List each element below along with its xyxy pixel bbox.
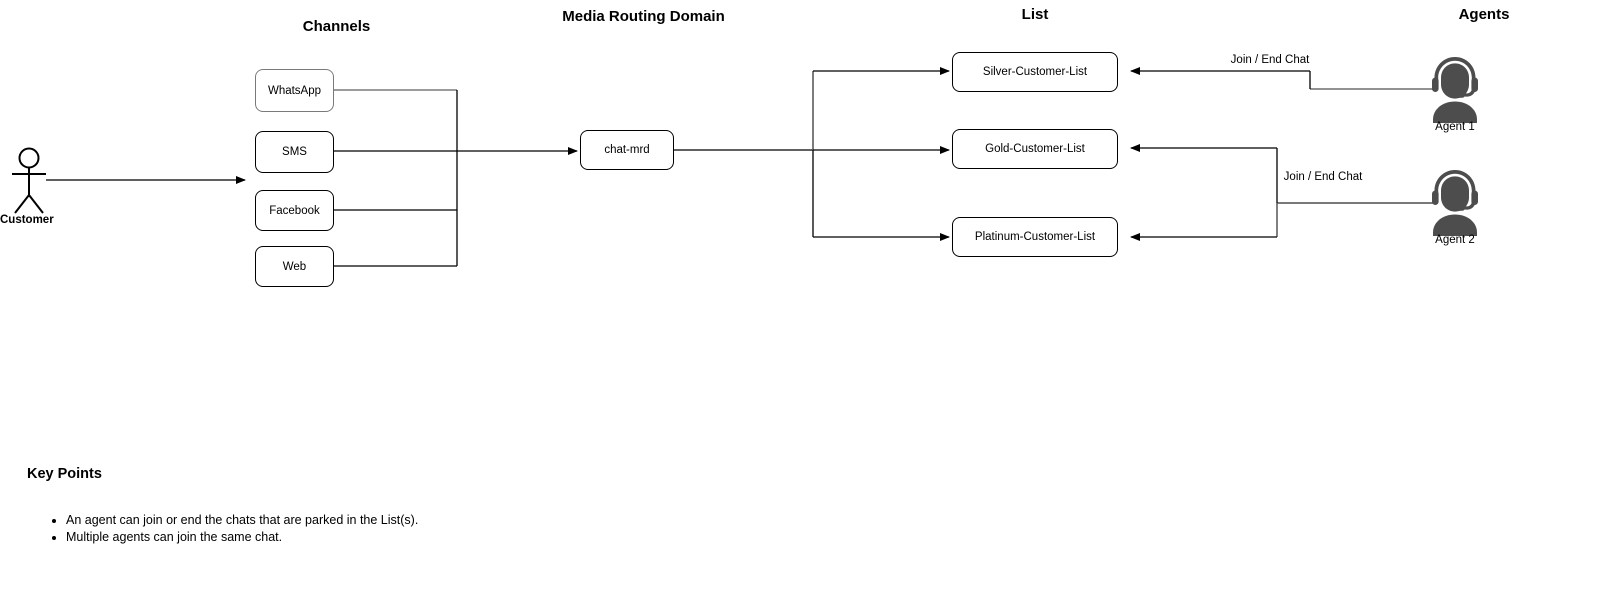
- key-points-item: An agent can join or end the chats that …: [66, 512, 418, 529]
- list-node-silver-customer-list[interactable]: Silver-Customer-List: [952, 52, 1118, 92]
- column-heading-media-routing-domain: Media Routing Domain: [562, 8, 725, 25]
- channel-node-sms[interactable]: SMS: [255, 131, 334, 173]
- key-points-item: Multiple agents can join the same chat.: [66, 529, 418, 546]
- customer-stick-figure: [12, 147, 46, 214]
- agent-1-label: Agent 1: [1435, 121, 1475, 133]
- column-heading-agents: Agents: [1458, 6, 1510, 23]
- column-heading-channels: Channels: [302, 18, 371, 35]
- column-heading-list: List: [1021, 6, 1049, 23]
- channel-node-facebook[interactable]: Facebook: [255, 190, 334, 231]
- key-points-title: Key Points: [27, 466, 102, 482]
- customer-label: Customer: [0, 214, 54, 226]
- list-node-platinum-customer-list[interactable]: Platinum-Customer-List: [952, 217, 1118, 257]
- agent-1-headset-icon: [1432, 57, 1478, 123]
- agent-2-headset-icon: [1432, 170, 1478, 236]
- mrd-node-chat-mrd[interactable]: chat-mrd: [580, 130, 674, 170]
- edge-label-agent1-join-end-chat: Join / End Chat: [1230, 54, 1310, 66]
- agent-2-label: Agent 2: [1435, 234, 1475, 246]
- edge-agent1-to-silver: [1130, 67, 1433, 90]
- edge-label-agent2-join-end-chat: Join / End Chat: [1283, 171, 1363, 183]
- key-points-list: An agent can join or end the chats that …: [48, 512, 418, 546]
- channel-node-whatsapp[interactable]: WhatsApp: [255, 69, 334, 112]
- channel-node-web[interactable]: Web: [255, 246, 334, 287]
- list-node-gold-customer-list[interactable]: Gold-Customer-List: [952, 129, 1118, 169]
- edge-agent2-to-lists: [1130, 144, 1433, 241]
